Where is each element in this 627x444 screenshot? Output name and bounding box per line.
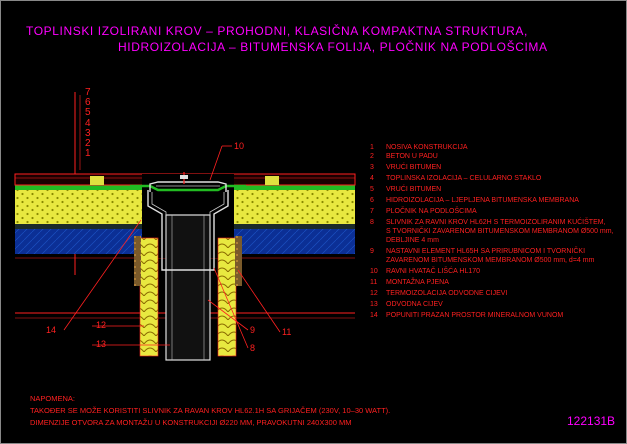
callout-8: 8 — [250, 343, 256, 353]
drain-pipe — [165, 214, 211, 361]
callout-9: 9 — [250, 325, 256, 335]
note-heading: NAPOMENA: — [30, 394, 76, 403]
pipe-insulation-left — [139, 237, 159, 357]
callout-10: 10 — [234, 141, 245, 151]
drawing-code: 122131B — [567, 414, 616, 428]
callout-13: 13 — [96, 339, 107, 349]
drain-body — [147, 190, 229, 271]
layer-number-5: 5 — [85, 107, 91, 119]
pipe-insulation-right — [217, 237, 237, 357]
pedestal-right — [265, 176, 279, 185]
callout-11: 11 — [282, 327, 292, 337]
drain-membrane-flange — [130, 184, 246, 192]
layer-number-4: 4 — [85, 117, 91, 129]
layer-numbers: 7 6 5 4 3 2 1 — [85, 87, 101, 160]
mounting-foam-right — [235, 236, 242, 286]
layer-number-2: 2 — [85, 138, 91, 150]
leader-lines — [63, 145, 281, 349]
layer-number-6: 6 — [85, 97, 91, 109]
pedestal-left — [90, 176, 104, 185]
mounting-foam-left — [134, 236, 141, 286]
title-line-2: HIDROIZOLACIJA – BITUMENSKA FOLIJA, PLOČ… — [118, 40, 548, 54]
note-line-2: DIMENZIJE OTVORA ZA MONTAŽU U KONSTRUKCI… — [30, 418, 352, 427]
layer-number-3: 3 — [85, 127, 91, 139]
title-line-1: TOPLINSKI IZOLIRANI KROV – PROHODNI, KLA… — [26, 24, 528, 38]
callout-12: 12 — [96, 320, 107, 330]
callout-14: 14 — [46, 325, 57, 335]
layer-number-7: 7 — [85, 87, 91, 98]
layer-number-1: 1 — [85, 148, 91, 160]
note-line-1: TAKOĐER SE MOŽE KORISTITI SLIVNIK ZA RAV… — [30, 406, 391, 415]
leaf-guard — [149, 181, 227, 192]
